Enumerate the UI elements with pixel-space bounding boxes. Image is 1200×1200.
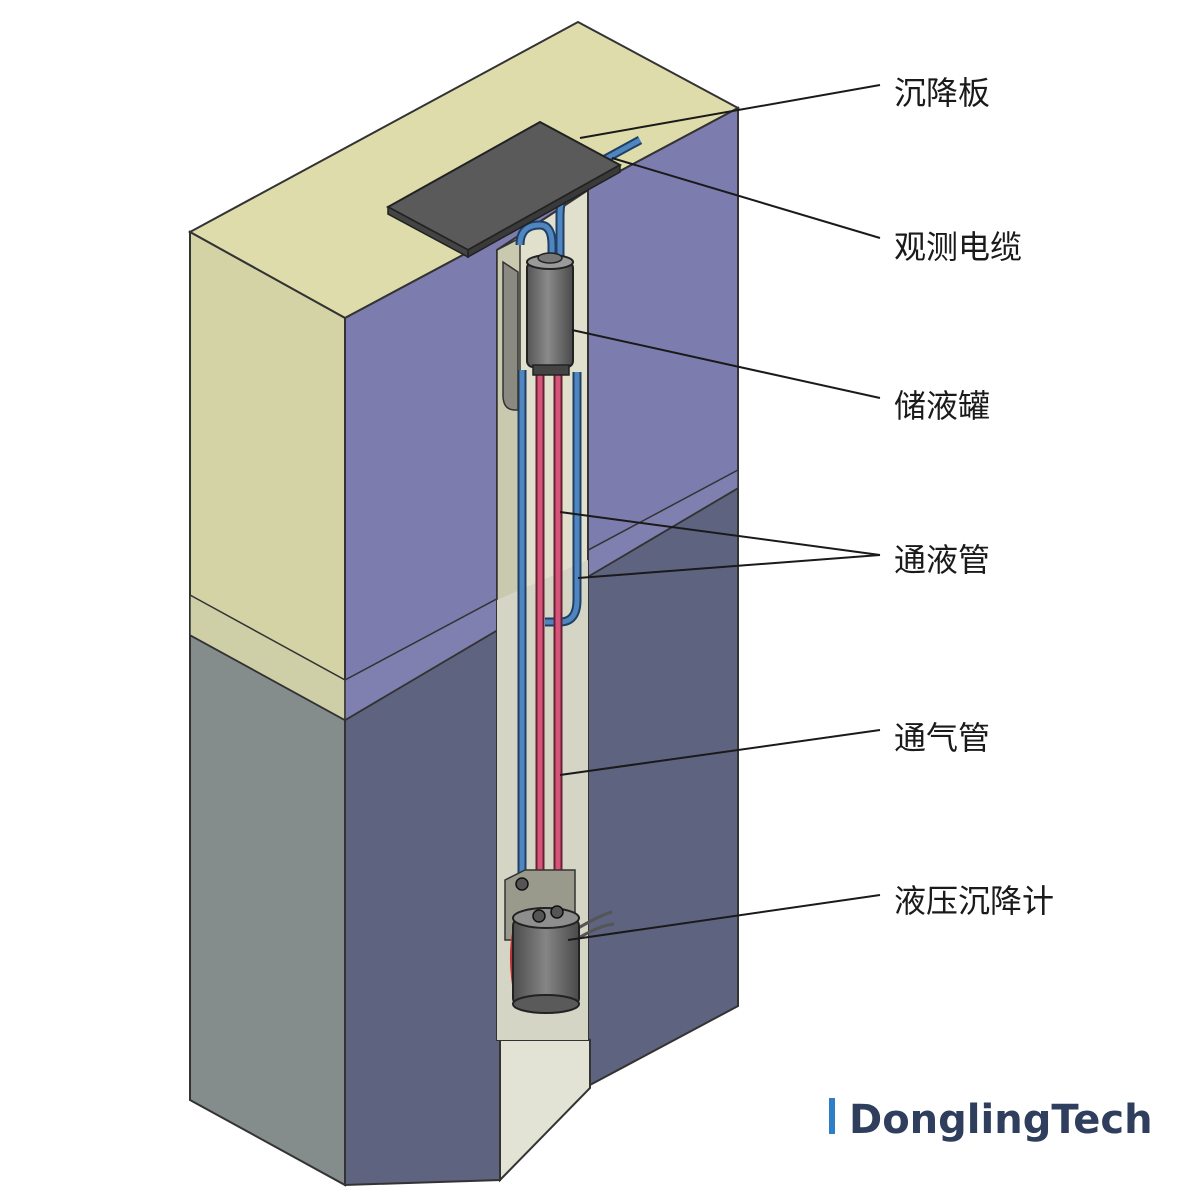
reservoir-tank-cap [537, 252, 563, 264]
leader-liquid-tube-upper [559, 511, 881, 556]
reservoir-tank-fitting [532, 364, 570, 376]
leader-reservoir-tank [571, 329, 881, 399]
leader-observation-cable [611, 157, 881, 239]
leader-vent-tube [559, 729, 881, 776]
reservoir-tank-body [526, 261, 574, 368]
borehole-bottom-cut [499, 1024, 591, 1183]
leader-liquid-tube-lower [577, 554, 881, 579]
label-vent-tube: 通气管 [894, 719, 990, 757]
label-settlement-plate: 沉降板 [894, 74, 990, 112]
gauge-nut-right [550, 905, 564, 919]
leader-settlement-plate [579, 84, 881, 139]
label-observation-cable: 观测电缆 [894, 228, 1022, 266]
brand-logo-text: DonglingTech [849, 1097, 1153, 1143]
bottom-layer-front-left [189, 633, 346, 1187]
settlement-plate-edge-left [387, 205, 469, 259]
gauge-top [512, 907, 580, 929]
tank-bracket [502, 260, 519, 411]
label-hydraulic-gauge: 液压沉降计 [894, 882, 1054, 920]
gauge-nut-left [532, 909, 546, 923]
brand-accent-bar [829, 1098, 835, 1134]
label-reservoir-tank: 储液罐 [894, 387, 990, 425]
gauge-nut-upper [515, 877, 529, 891]
leader-hydraulic-gauge [567, 894, 881, 941]
label-liquid-tube: 通液管 [894, 541, 990, 579]
gauge-bottom [512, 994, 580, 1014]
gauge-body [512, 917, 580, 1007]
liquid-tube-left-fill [517, 222, 555, 262]
